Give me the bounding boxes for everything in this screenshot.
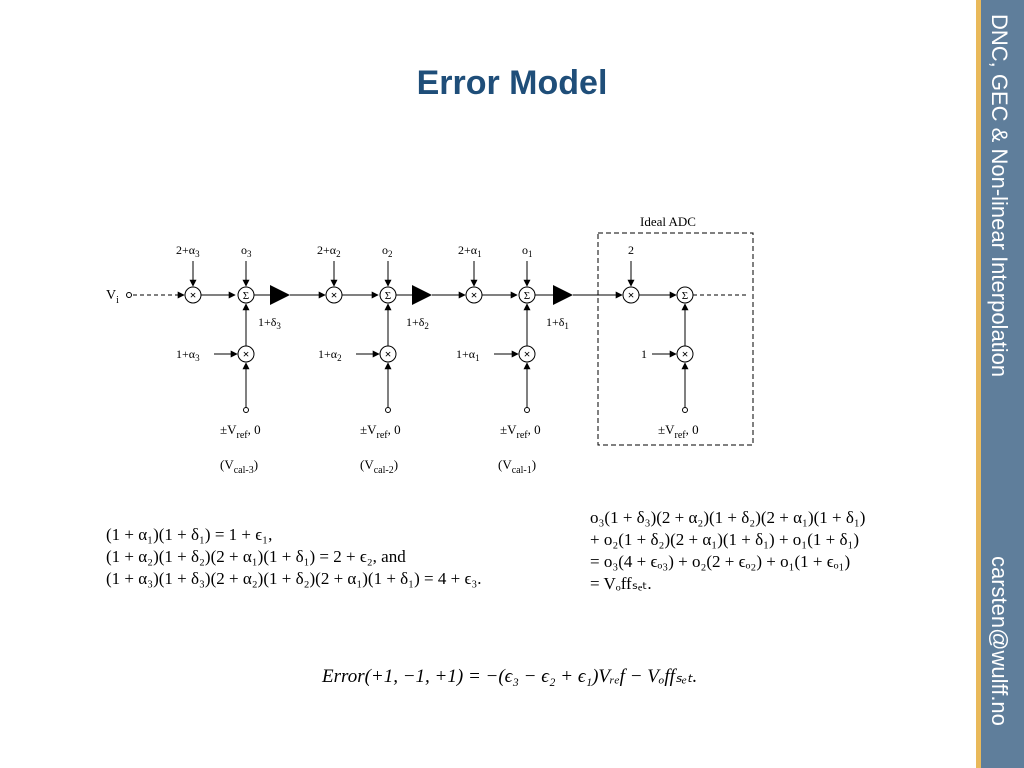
- error-model-block-diagram: Vi 2+α3 × o3 Σ 1+δ3 1+α3 × ±Vref, 0 (Vca…: [106, 214, 754, 476]
- stage-3-cal-label: (Vcal-3): [220, 457, 258, 476]
- svg-text:×: ×: [331, 288, 338, 302]
- svg-text:Σ: Σ: [243, 290, 249, 302]
- ideal-adc-cal-gain-label: 1: [641, 347, 647, 361]
- stage-1-gain-label: 2+α1: [458, 243, 482, 259]
- svg-text:Σ: Σ: [682, 290, 688, 302]
- equation-line: (1 + α₁)(1 + δ₁) = 1 + ϵ₁,: [106, 525, 273, 544]
- offset-equations: o₃(1 + δ₃)(2 + α₂)(1 + δ₂)(2 + α₁)(1 + δ…: [590, 507, 865, 595]
- stage-2-cal-gain-label: 1+α2: [318, 347, 342, 363]
- sidebar-author-email: carsten@wulff.no: [987, 556, 1012, 726]
- stage-3: 2+α3 × o3 Σ 1+δ3 1+α3 × ±Vref, 0 (Vcal-3…: [176, 243, 326, 476]
- svg-text:×: ×: [243, 347, 250, 361]
- error-equation: Error(+1, −1, +1) = −(ϵ₃ − ϵ₂ + ϵ₁)Vᵣₑf …: [322, 666, 698, 687]
- stage-1: 2+α1 × o1 Σ 1+δ1 1+α1 × ±Vref, 0 (Vcal-1…: [456, 243, 623, 476]
- equation-line: o₃(1 + δ₃)(2 + α₂)(1 + δ₂)(2 + α₁)(1 + δ…: [590, 508, 866, 527]
- ideal-adc-gain-label: 2: [628, 243, 634, 257]
- ideal-adc-label: Ideal ADC: [640, 214, 696, 229]
- equation-line: = Vₒffₛₑₜ.: [590, 574, 652, 593]
- stage-3-ref-label: ±Vref, 0: [220, 422, 261, 441]
- input-label: Vi: [106, 288, 119, 306]
- ideal-adc-ref-label: ±Vref, 0: [658, 422, 699, 441]
- ideal-adc-box: [597, 232, 754, 446]
- stage-2-gain-label: 2+α2: [317, 243, 341, 259]
- stage-1-amplifier: [553, 285, 573, 305]
- svg-text:×: ×: [524, 347, 531, 361]
- slide-title: Error Model: [416, 64, 608, 102]
- stage-1-amp-label: 1+δ1: [546, 315, 569, 331]
- stage-2-offset-label: o2: [382, 243, 393, 259]
- stage-2-amplifier: [412, 285, 432, 305]
- equation-line: = o₃(4 + ϵₒ₃) + o₂(2 + ϵₒ₂) + o₁(1 + ϵₒ₁…: [590, 552, 851, 571]
- svg-text:×: ×: [190, 288, 197, 302]
- stage-3-amplifier: [270, 285, 290, 305]
- equation-line: (1 + α₃)(1 + δ₃)(2 + α₂)(1 + δ₂)(2 + α₁)…: [106, 569, 482, 588]
- sidebar: [976, 0, 1024, 768]
- svg-text:×: ×: [682, 347, 689, 361]
- stage-2-ref-label: ±Vref, 0: [360, 422, 401, 441]
- stage-2: 2+α2 × o2 Σ 1+δ2 1+α2 × ±Vref, 0 (Vcal-2…: [317, 243, 466, 476]
- stage-1-cal-gain-label: 1+α1: [456, 347, 480, 363]
- ideal-adc: Ideal ADC 2 × Σ 1 × ±Vref, 0: [597, 214, 754, 446]
- stage-3-gain-label: 2+α3: [176, 243, 200, 259]
- sidebar-accent-stripe: [976, 0, 981, 768]
- svg-text:×: ×: [385, 347, 392, 361]
- stage-2-cal-label: (Vcal-2): [360, 457, 398, 476]
- stage-1-offset-label: o1: [522, 243, 533, 259]
- equation-line: + o₂(1 + δ₂)(2 + α₁)(1 + δ₁) + o₁(1 + δ₁…: [590, 530, 860, 549]
- svg-text:Σ: Σ: [385, 290, 391, 302]
- svg-text:×: ×: [471, 288, 478, 302]
- svg-text:×: ×: [628, 288, 635, 302]
- equation-line: (1 + α₂)(1 + δ₂)(2 + α₁)(1 + δ₁) = 2 + ϵ…: [106, 547, 406, 566]
- svg-text:Σ: Σ: [524, 290, 530, 302]
- stage-3-offset-label: o3: [241, 243, 252, 259]
- stage-3-amp-label: 1+δ3: [258, 315, 281, 331]
- input-terminal: [126, 292, 132, 298]
- gain-error-equations: (1 + α₁)(1 + δ₁) = 1 + ϵ₁, (1 + α₂)(1 + …: [106, 524, 482, 590]
- stage-1-ref-label: ±Vref, 0: [500, 422, 541, 441]
- stage-2-amp-label: 1+δ2: [406, 315, 429, 331]
- stage-1-cal-label: (Vcal-1): [498, 457, 536, 476]
- stage-3-cal-gain-label: 1+α3: [176, 347, 200, 363]
